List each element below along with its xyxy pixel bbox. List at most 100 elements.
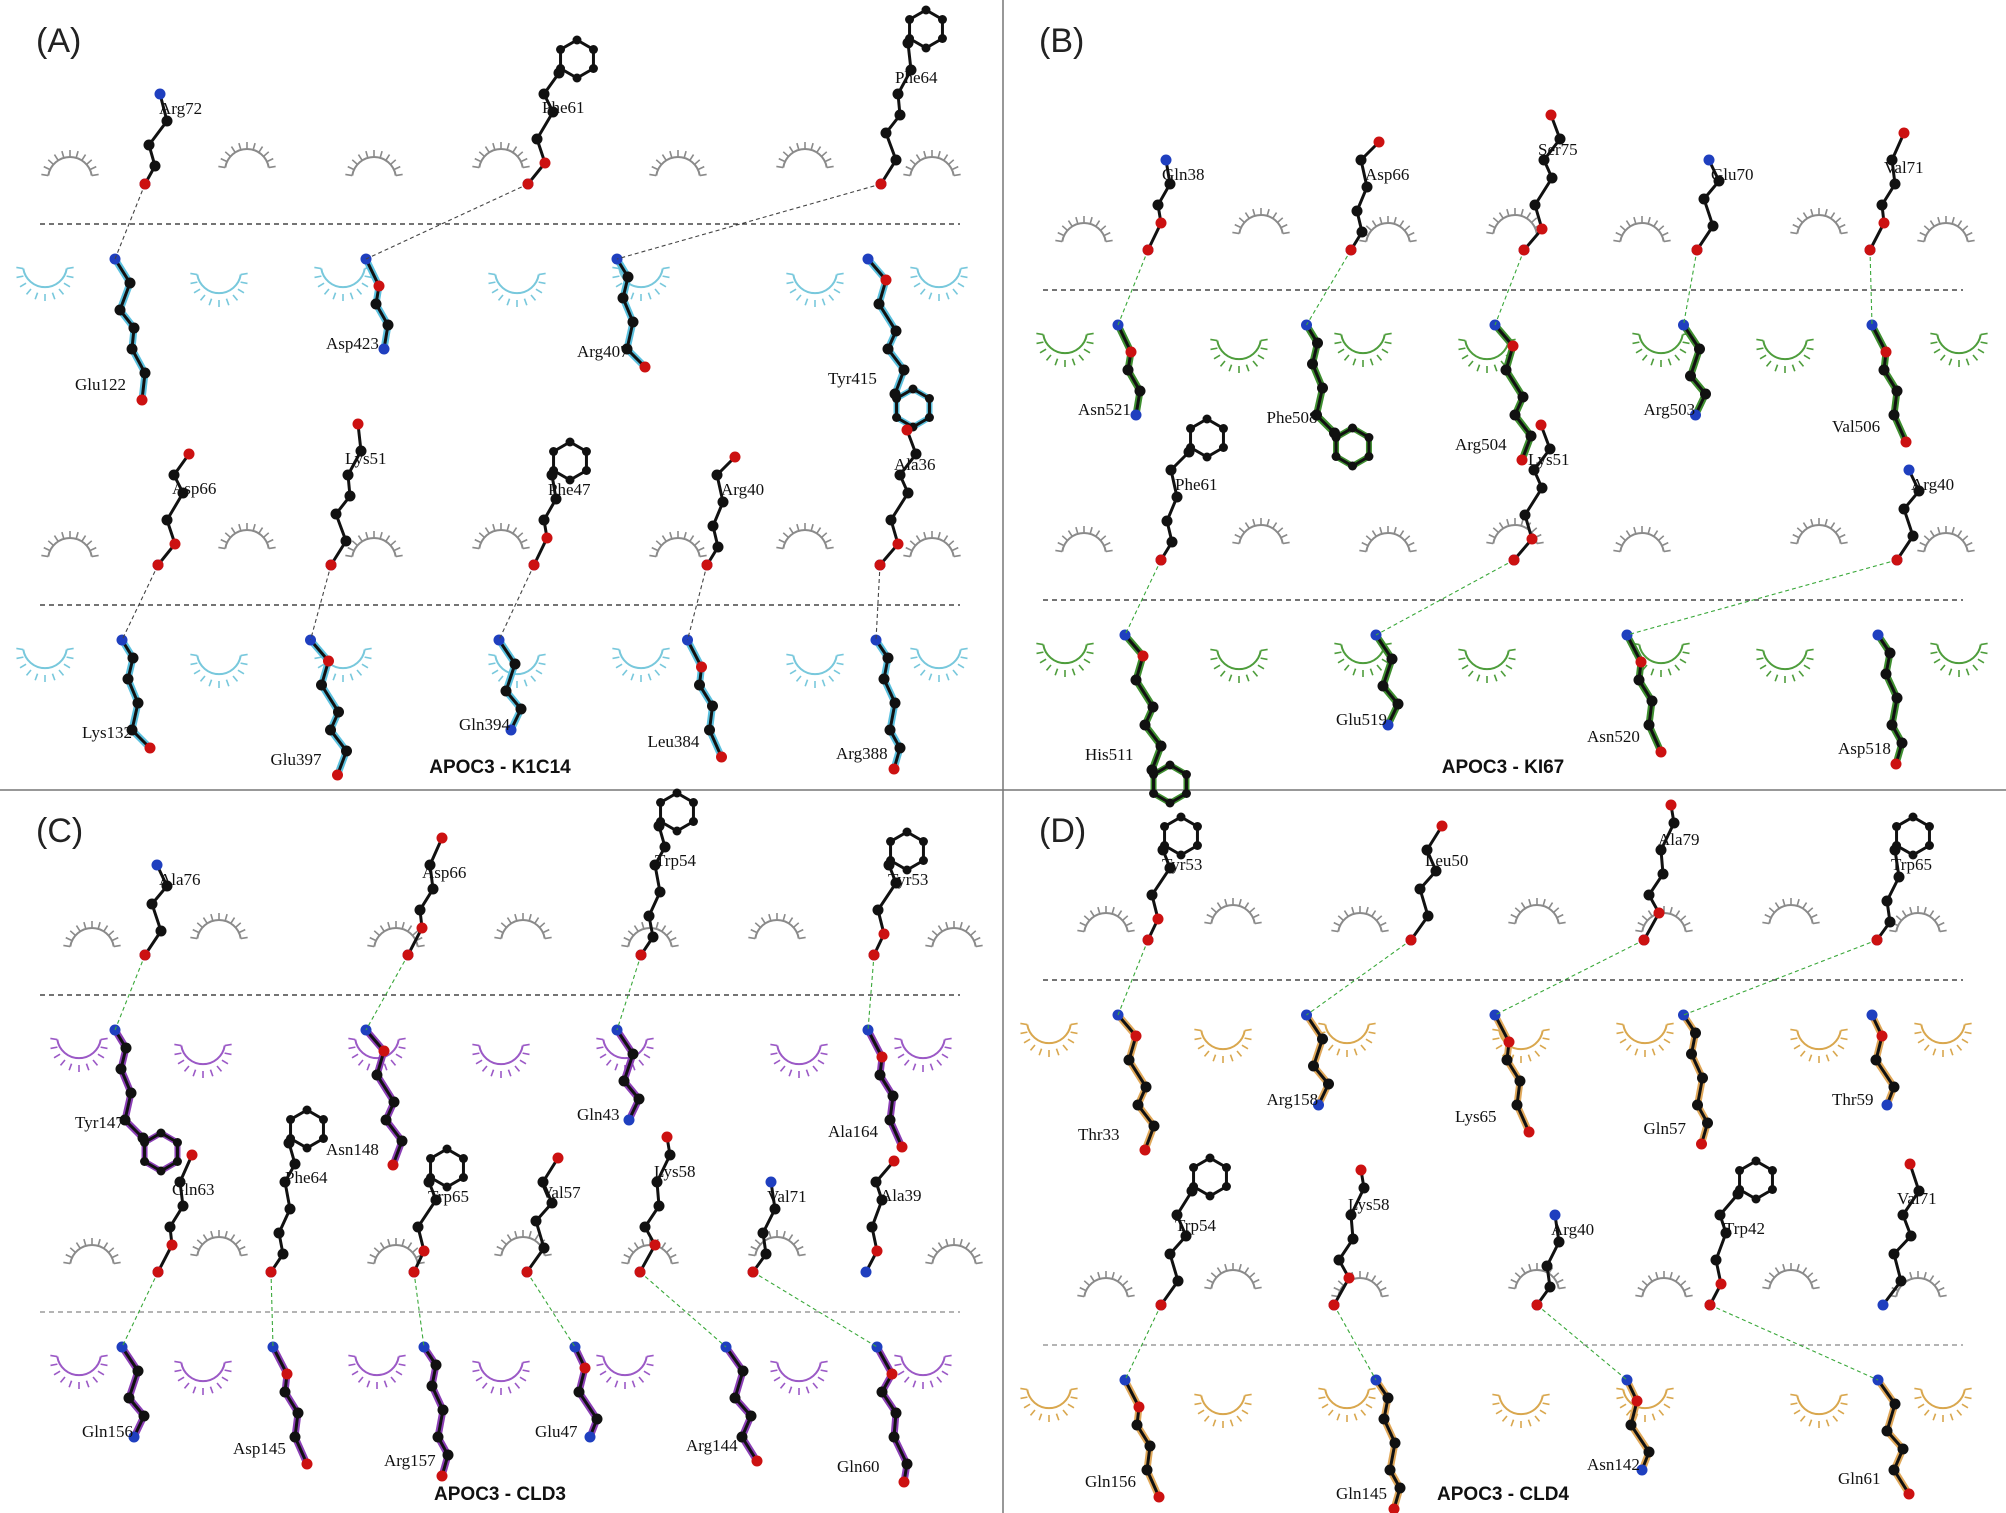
contact-arc-spoke bbox=[654, 288, 661, 295]
contact-arc-spoke bbox=[475, 1376, 483, 1382]
contact-arc-spoke bbox=[1909, 1271, 1913, 1280]
carbon-atom bbox=[937, 34, 947, 43]
carbon-atom bbox=[870, 1176, 882, 1188]
contact-arc-spoke bbox=[1206, 913, 1214, 919]
contact-arc-spoke bbox=[1337, 1280, 1345, 1287]
contact-arc-spoke bbox=[1508, 1286, 1516, 1290]
contact-arc-spoke bbox=[1458, 648, 1466, 652]
contact-arc-spoke bbox=[1615, 231, 1623, 237]
contact-arc-spoke bbox=[61, 150, 65, 159]
hydrogen-bond bbox=[1124, 1304, 1162, 1381]
carbon-atom bbox=[1152, 199, 1164, 211]
contact-arc-spoke bbox=[1977, 348, 1985, 354]
contact-arc-spoke bbox=[905, 546, 913, 552]
carbon-atom bbox=[172, 1157, 182, 1166]
contact-arc-spoke bbox=[1352, 668, 1357, 676]
contact-arc-spoke bbox=[488, 281, 496, 285]
contact-arc-spoke bbox=[385, 535, 391, 542]
oxygen-atom bbox=[387, 1159, 399, 1171]
panel-label: (C) bbox=[36, 812, 83, 850]
contact-arc-spoke bbox=[1762, 921, 1770, 925]
contact-arc-spoke bbox=[1097, 906, 1101, 915]
contact-arc-spoke bbox=[647, 673, 652, 681]
contact-arc-spoke bbox=[1765, 670, 1772, 677]
contact-arc-spoke bbox=[1666, 1022, 1674, 1026]
oxygen-atom bbox=[876, 1051, 888, 1063]
contact-arc-spoke bbox=[351, 1370, 359, 1376]
contact-arc-spoke bbox=[507, 1069, 512, 1077]
oxygen-atom bbox=[1507, 340, 1519, 352]
contact-arc-spoke bbox=[805, 1069, 810, 1077]
contact-arc-spoke bbox=[174, 1369, 182, 1373]
contact-arc-spoke bbox=[836, 653, 844, 657]
oxygen-atom bbox=[436, 832, 448, 844]
contact-arc-spoke bbox=[1228, 674, 1233, 682]
contact-arc-spoke bbox=[1641, 354, 1648, 361]
hydrophobic-contact-arc bbox=[180, 1362, 226, 1383]
aromatic-ring bbox=[1152, 763, 1188, 805]
carbon-atom bbox=[1517, 391, 1529, 403]
contact-arc-spoke bbox=[612, 266, 620, 270]
contact-arc-spoke bbox=[1914, 1396, 1922, 1400]
contact-arc-spoke bbox=[43, 546, 51, 552]
apoc3-residue-label: Val57 bbox=[541, 1183, 581, 1202]
carbon-atom bbox=[1130, 674, 1142, 686]
contact-arc-spoke bbox=[1213, 664, 1221, 670]
carbon-atom bbox=[694, 679, 705, 691]
carbon-atom bbox=[1501, 1054, 1513, 1066]
hydrophobic-contact-arc bbox=[1492, 214, 1538, 234]
contact-arc-spoke bbox=[1334, 341, 1342, 345]
contact-arc-spoke bbox=[1951, 216, 1955, 225]
contact-arc-spoke bbox=[514, 1065, 521, 1072]
contact-arc-spoke bbox=[1683, 1286, 1691, 1292]
hydrogen-bond bbox=[1536, 1304, 1628, 1381]
apoc3-residue-label: Lys58 bbox=[654, 1162, 696, 1181]
oxygen-atom bbox=[716, 751, 727, 763]
contact-arc-spoke bbox=[1210, 657, 1218, 661]
contact-arc-spoke bbox=[111, 936, 119, 942]
contact-arc-spoke bbox=[1825, 1054, 1830, 1062]
carbon-atom bbox=[572, 35, 582, 45]
oxygen-atom bbox=[1516, 454, 1528, 466]
carbon-atom bbox=[174, 1176, 186, 1188]
contact-arc-spoke bbox=[1756, 657, 1764, 661]
contact-arc-spoke bbox=[1825, 1419, 1830, 1427]
nitrogen-atom bbox=[1703, 154, 1715, 166]
contact-arc-spoke bbox=[786, 272, 794, 276]
contact-arc-spoke bbox=[85, 159, 93, 166]
contact-arc-spoke bbox=[523, 679, 528, 687]
contact-arc-spoke bbox=[16, 656, 24, 660]
contact-arc-spoke bbox=[75, 925, 81, 932]
contact-arc-spoke bbox=[75, 531, 79, 540]
contact-arc-spoke bbox=[1197, 1044, 1205, 1050]
carbon-atom bbox=[279, 1176, 291, 1188]
carbon-atom bbox=[1714, 1209, 1726, 1221]
contact-arc-spoke bbox=[1798, 670, 1805, 677]
carbon-atom bbox=[530, 1215, 542, 1227]
contact-arc-spoke bbox=[1097, 1271, 1101, 1280]
contact-arc-spoke bbox=[788, 1234, 794, 1241]
contact-arc-spoke bbox=[481, 1382, 488, 1389]
contact-arc-spoke bbox=[1353, 1413, 1358, 1421]
hydrogen-bond bbox=[1124, 559, 1162, 636]
contact-arc-spoke bbox=[520, 538, 528, 544]
contact-arc-spoke bbox=[820, 532, 828, 539]
aromatic-ring bbox=[552, 440, 588, 482]
hydrogen-bond bbox=[616, 954, 642, 1031]
contact-arc-spoke bbox=[910, 647, 918, 651]
carbon-atom bbox=[1186, 1185, 1198, 1197]
contact-arc-spoke bbox=[365, 150, 369, 159]
contact-arc-spoke bbox=[931, 1247, 939, 1254]
contact-arc-spoke bbox=[804, 679, 809, 687]
contact-arc-spoke bbox=[816, 527, 822, 534]
contact-arc-spoke bbox=[959, 1238, 963, 1247]
carbon-atom bbox=[1751, 1194, 1761, 1204]
contact-arc-spoke bbox=[107, 1247, 115, 1254]
contact-arc-spoke bbox=[100, 1354, 108, 1358]
hydrogen-bond bbox=[686, 564, 708, 641]
contact-arc-spoke bbox=[1079, 1286, 1087, 1292]
contact-arc-spoke bbox=[1403, 225, 1411, 232]
hydrophobic-contact-arc bbox=[931, 1244, 977, 1264]
hydrophobic-contact-arc bbox=[1936, 334, 1982, 355]
contact-arc-spoke bbox=[484, 146, 490, 153]
